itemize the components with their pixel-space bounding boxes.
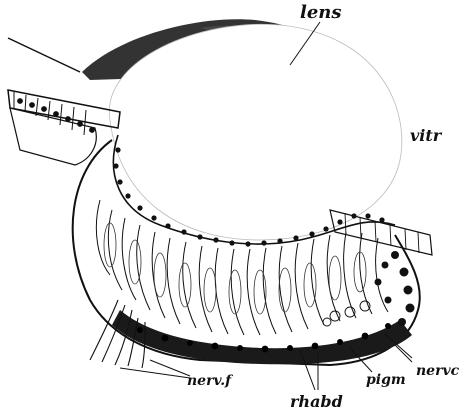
label-nervc: nervc (416, 363, 459, 379)
lens-body (109, 24, 402, 240)
nerve-cell-nuclei (375, 251, 415, 326)
ganglion-cells (323, 301, 370, 326)
outer-membrane-line (8, 38, 80, 72)
leader-nervc-b (395, 345, 412, 362)
label-nervf: nerv.f (187, 373, 231, 389)
label-lens: lens (300, 2, 342, 23)
leader-nervf-b (120, 368, 190, 378)
label-rhabd: rhabd (290, 392, 343, 411)
label-vitr: vitr (410, 126, 441, 145)
label-pigm: pigm (366, 372, 406, 388)
